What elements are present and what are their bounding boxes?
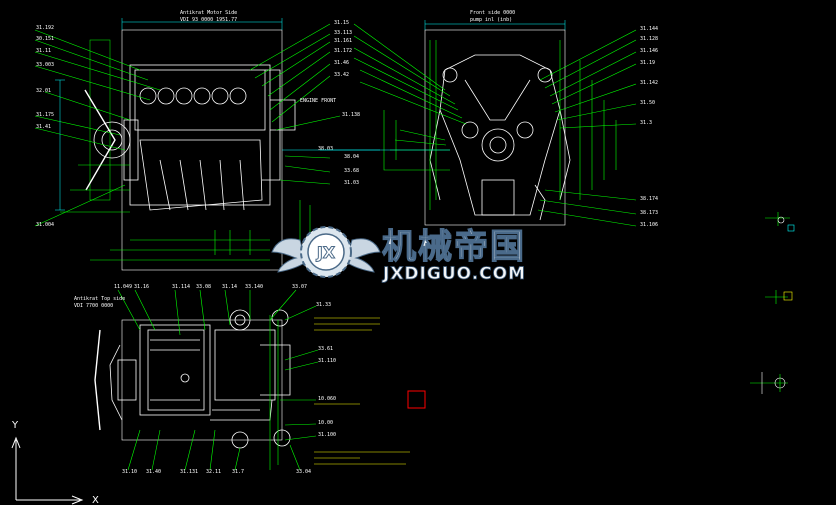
- top-view-title-line-1: Antikrat Top side: [74, 296, 125, 302]
- watermark-logo: JX 机械帝国 JXDIGUO.COM: [271, 226, 526, 284]
- top-view-title-line-2: VDI 7700 0000: [74, 303, 113, 309]
- side-view-dimensions: [55, 18, 380, 211]
- front-view-title: Front side 0000 pump inl (inb): [470, 10, 515, 23]
- front-view-title-line-2: pump inl (inb): [470, 17, 512, 23]
- selection-marker[interactable]: [407, 390, 426, 409]
- svg-text:31.106: 31.106: [640, 222, 658, 228]
- side-view-engine: [84, 29, 296, 271]
- svg-text:31.14: 31.14: [222, 284, 237, 290]
- svg-text:31.46: 31.46: [334, 60, 349, 66]
- side-view-title-line-2: VDI 93 0000 1951.77: [180, 17, 237, 23]
- svg-text:31.3: 31.3: [640, 120, 652, 126]
- top-view-title: Antikrat Top side VDI 7700 0000: [74, 296, 125, 309]
- detail-symbols: [750, 212, 795, 394]
- svg-text:33.07: 33.07: [292, 284, 307, 290]
- brand-chinese: 机械帝国: [382, 227, 526, 267]
- svg-text:31.144: 31.144: [640, 26, 658, 32]
- top-view-engine: [94, 309, 291, 449]
- side-view-title: Antikrat Motor Side VDI 93 0000 1951.77: [180, 10, 237, 23]
- front-view-title-line-1: Front side 0000: [470, 10, 515, 16]
- side-view-title-line-1: Antikrat Motor Side: [180, 10, 237, 16]
- svg-text:31.131: 31.131: [180, 469, 198, 475]
- ucs-y-label: Y: [11, 420, 19, 431]
- svg-text:33.003: 33.003: [36, 62, 54, 68]
- svg-text:31.15: 31.15: [334, 20, 349, 26]
- svg-text:31.138: 31.138: [342, 112, 360, 118]
- svg-text:31.128: 31.128: [640, 36, 658, 42]
- svg-text:33.42: 33.42: [334, 72, 349, 78]
- svg-text:31.10: 31.10: [122, 469, 137, 475]
- svg-text:31.16: 31.16: [134, 284, 149, 290]
- svg-text:38.04: 38.04: [344, 154, 359, 160]
- svg-text:32.11: 32.11: [206, 469, 221, 475]
- svg-text:31.172: 31.172: [334, 48, 352, 54]
- svg-text:31.50: 31.50: [640, 100, 655, 106]
- svg-text:33.08: 33.08: [196, 284, 211, 290]
- svg-text:33.68: 33.68: [344, 168, 359, 174]
- svg-text:31.100: 31.100: [318, 432, 336, 438]
- side-view-labels: 31.192 30.151 31.11 33.003 32.01 31.175 …: [36, 20, 360, 228]
- front-view-leaders: [353, 23, 637, 227]
- svg-text:31.004: 31.004: [36, 222, 54, 228]
- front-view-engine: [424, 29, 571, 226]
- top-view-leaders: [117, 289, 319, 471]
- svg-text:33.140: 33.140: [245, 284, 263, 290]
- top-view-labels: 11.049 31.16 31.114 33.08 31.14 33.140 3…: [114, 284, 336, 475]
- svg-text:31.03: 31.03: [344, 180, 359, 186]
- svg-text:31.142: 31.142: [640, 80, 658, 86]
- svg-text:31.192: 31.192: [36, 25, 54, 31]
- svg-text:38.174: 38.174: [640, 196, 658, 202]
- svg-text:31.41: 31.41: [36, 124, 51, 130]
- svg-text:33.61: 33.61: [318, 346, 333, 352]
- front-view-labels: 31.144 31.128 31.146 31.19 31.142 31.50 …: [640, 26, 658, 228]
- brand-english: JXDIGUO.COM: [382, 264, 526, 284]
- svg-text:32.01: 32.01: [36, 88, 51, 94]
- svg-text:30.151: 30.151: [36, 36, 54, 42]
- svg-text:33.113: 33.113: [334, 30, 352, 36]
- side-view-leaders: [34, 23, 341, 261]
- right-wing-icon: [345, 238, 381, 273]
- svg-text:10.060: 10.060: [318, 396, 336, 402]
- svg-text:38.03: 38.03: [318, 146, 333, 152]
- svg-text:11.049: 11.049: [114, 284, 132, 290]
- notes: [314, 317, 410, 465]
- svg-text:10.00: 10.00: [318, 420, 333, 426]
- ucs-x-label: X: [92, 495, 99, 505]
- svg-text:31.114: 31.114: [172, 284, 190, 290]
- svg-text:ENGINE FRONT: ENGINE FRONT: [300, 98, 336, 104]
- front-view-dimensions: [320, 20, 566, 151]
- svg-text:31.161: 31.161: [334, 38, 352, 44]
- svg-text:33.04: 33.04: [296, 469, 311, 475]
- ucs-icon: [11, 436, 84, 505]
- svg-text:38.173: 38.173: [640, 210, 658, 216]
- svg-text:31.110: 31.110: [318, 358, 336, 364]
- emblem-text: JX: [316, 243, 336, 262]
- svg-text:31.19: 31.19: [640, 60, 655, 66]
- svg-text:31.146: 31.146: [640, 48, 658, 54]
- svg-text:31.175: 31.175: [36, 112, 54, 118]
- svg-text:31.7: 31.7: [232, 469, 244, 475]
- svg-text:31.40: 31.40: [146, 469, 161, 475]
- left-wing-icon: [271, 238, 307, 273]
- svg-text:31.33: 31.33: [316, 302, 331, 308]
- svg-text:31.11: 31.11: [36, 48, 51, 54]
